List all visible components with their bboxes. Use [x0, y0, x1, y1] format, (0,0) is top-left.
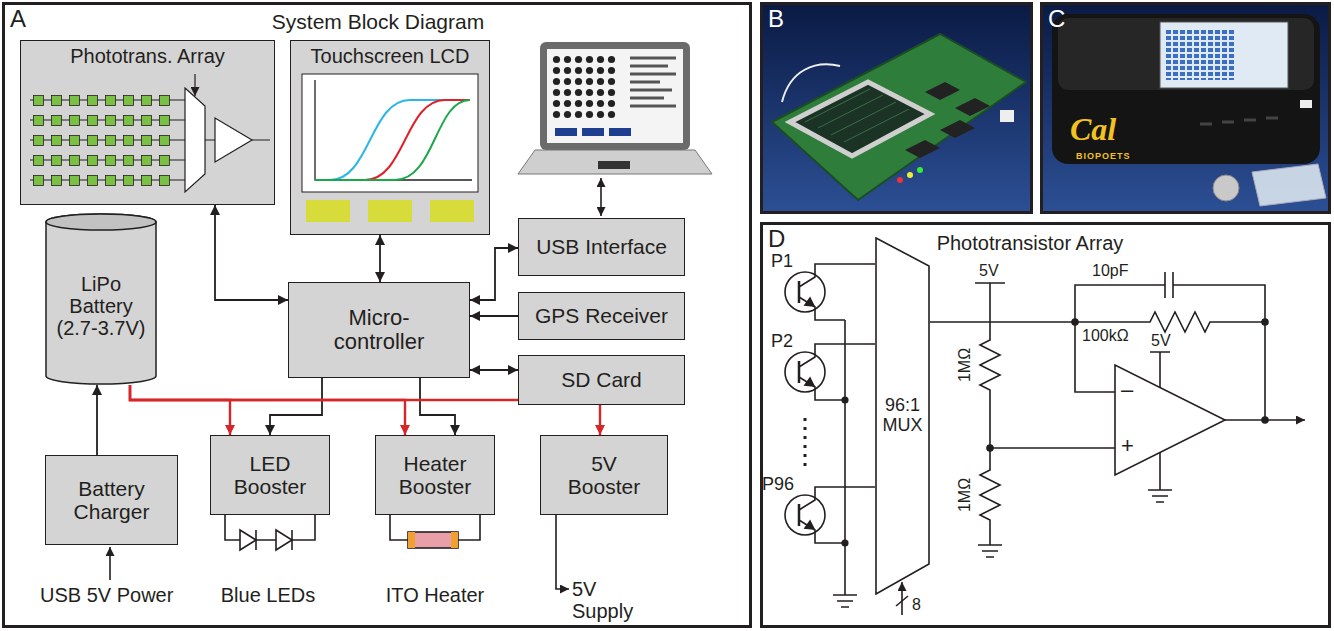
photo-panel: C — [1040, 2, 1331, 214]
output-label: Blue LEDs — [221, 584, 316, 606]
battery-cylinder: LiPo Battery (2.7-3.7V) — [45, 213, 157, 385]
circuit-wiring — [785, 264, 1305, 615]
array-box: Phototrans. Array — [20, 40, 275, 205]
signal-line — [420, 378, 455, 435]
receiver-box: GPS Receiver — [518, 292, 685, 340]
panel-letter: B — [768, 6, 784, 32]
output-symbols — [110, 515, 569, 589]
pin-name: P1 — [771, 252, 793, 272]
panel-letter: D — [768, 226, 785, 252]
box-label: 5V Booster — [559, 452, 649, 498]
lcd-box: Touchscreen LCD — [290, 40, 490, 235]
bus-width: 8 — [912, 596, 921, 614]
board-photo — [762, 4, 1031, 212]
array-illustration — [20, 40, 275, 205]
output-label: ITO Heater — [386, 584, 485, 606]
panel-title: System Block Diagram — [272, 10, 484, 33]
booster-box: 5V Booster — [540, 435, 668, 515]
laptop-illustration — [518, 42, 712, 216]
box-label: LiPo Battery (2.7-3.7V) — [51, 273, 151, 339]
box-label: Micro- controller — [314, 306, 444, 354]
box-heading: Touchscreen LCD — [311, 45, 470, 67]
pin-name: P2 — [771, 332, 793, 352]
signal-line — [470, 369, 518, 371]
signal-line — [379, 235, 381, 282]
power-line — [130, 385, 405, 435]
booster-box: LED Booster — [210, 435, 330, 515]
box-label: Heater Booster — [390, 452, 480, 498]
panel-frame: A System Block DiagramPhototrans. Array To… — [2, 2, 752, 628]
panel-frame: D Phototransistor Array 96:1 MUX — [760, 222, 1331, 628]
box-label: USB Interface — [536, 235, 667, 258]
signal-line — [215, 205, 288, 300]
box-label: GPS Receiver — [535, 304, 668, 327]
panel-title: Phototransistor Array — [937, 232, 1124, 254]
booster-box: Heater Booster — [375, 435, 495, 515]
pin-name: P96 — [762, 475, 794, 495]
photo-panel: B — [760, 2, 1033, 214]
lcd-illustration — [290, 40, 490, 235]
power-line — [130, 385, 230, 435]
component-value: 100kΩ — [1082, 327, 1129, 345]
box-label: LED Booster — [225, 452, 315, 498]
supply-label: 5V — [979, 262, 999, 280]
box-heading: Phototrans. Array — [70, 45, 225, 67]
charger-box: Battery Charger — [45, 455, 178, 545]
interface-box: USB Interface — [518, 218, 685, 276]
logo-text: BIOPOETS — [1076, 152, 1131, 162]
pin-sign: – — [1121, 378, 1133, 402]
signal-line — [96, 385, 98, 455]
supply-label: 5V — [1151, 332, 1171, 350]
panel-letter: C — [1048, 6, 1065, 32]
signal-line — [270, 378, 322, 435]
pin-sign: + — [1121, 434, 1134, 458]
device-photo — [1042, 4, 1329, 212]
box-label: Battery Charger — [53, 477, 171, 523]
logo-text: Cal — [1070, 112, 1116, 147]
controller-box: Micro- controller — [288, 282, 470, 378]
box-label: 96:1 MUX — [877, 396, 929, 436]
input-label: USB 5V Power — [40, 584, 173, 606]
component-value: 1MΩ — [956, 478, 974, 512]
mux-trapezoid: 96:1 MUX — [875, 237, 930, 595]
signal-line — [470, 248, 518, 300]
storage-box: SD Card — [518, 355, 685, 405]
component-value: 10pF — [1092, 262, 1128, 280]
box-label: SD Card — [561, 368, 642, 391]
output-label: 5V Supply — [572, 578, 638, 622]
signal-line — [470, 315, 518, 317]
component-value: 1MΩ — [956, 348, 974, 382]
panel-letter: A — [10, 6, 26, 32]
